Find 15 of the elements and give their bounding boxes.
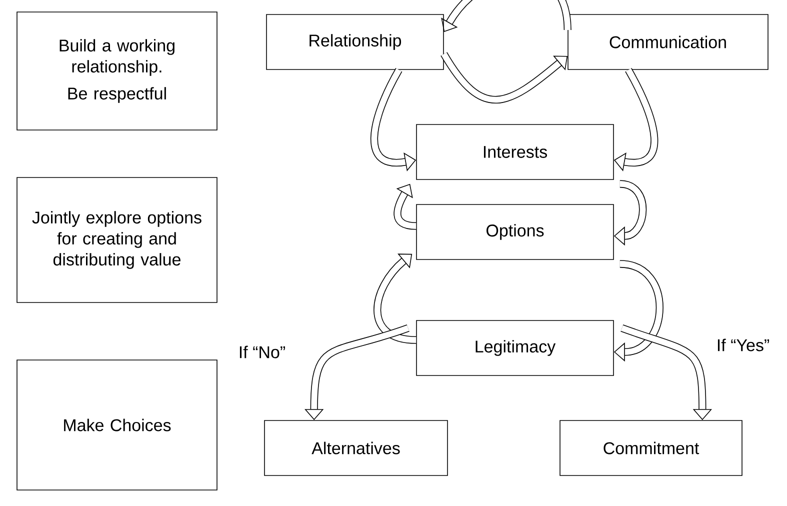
edge-label: If “No” (237, 344, 287, 360)
concept-box: Commitment (560, 420, 742, 476)
concept-box: Interests (416, 124, 614, 180)
hollow-arrow (441, 0, 572, 32)
edge-label: If “Yes” (715, 338, 771, 352)
concept-box: Alternatives (264, 420, 448, 476)
concept-box: Options (416, 204, 614, 260)
text-box: Jointly explore options for creating and distributing value (16, 177, 218, 303)
hollow-arrow (440, 52, 568, 104)
concept-box: Communication (568, 14, 768, 70)
concept-box: Relationship (266, 14, 444, 70)
hollow-arrow (374, 254, 416, 344)
text-box: Build a working relationship. Be respectful (16, 12, 218, 130)
concept-box: Legitimacy (416, 320, 614, 376)
text-box: Make Choices (16, 360, 218, 490)
